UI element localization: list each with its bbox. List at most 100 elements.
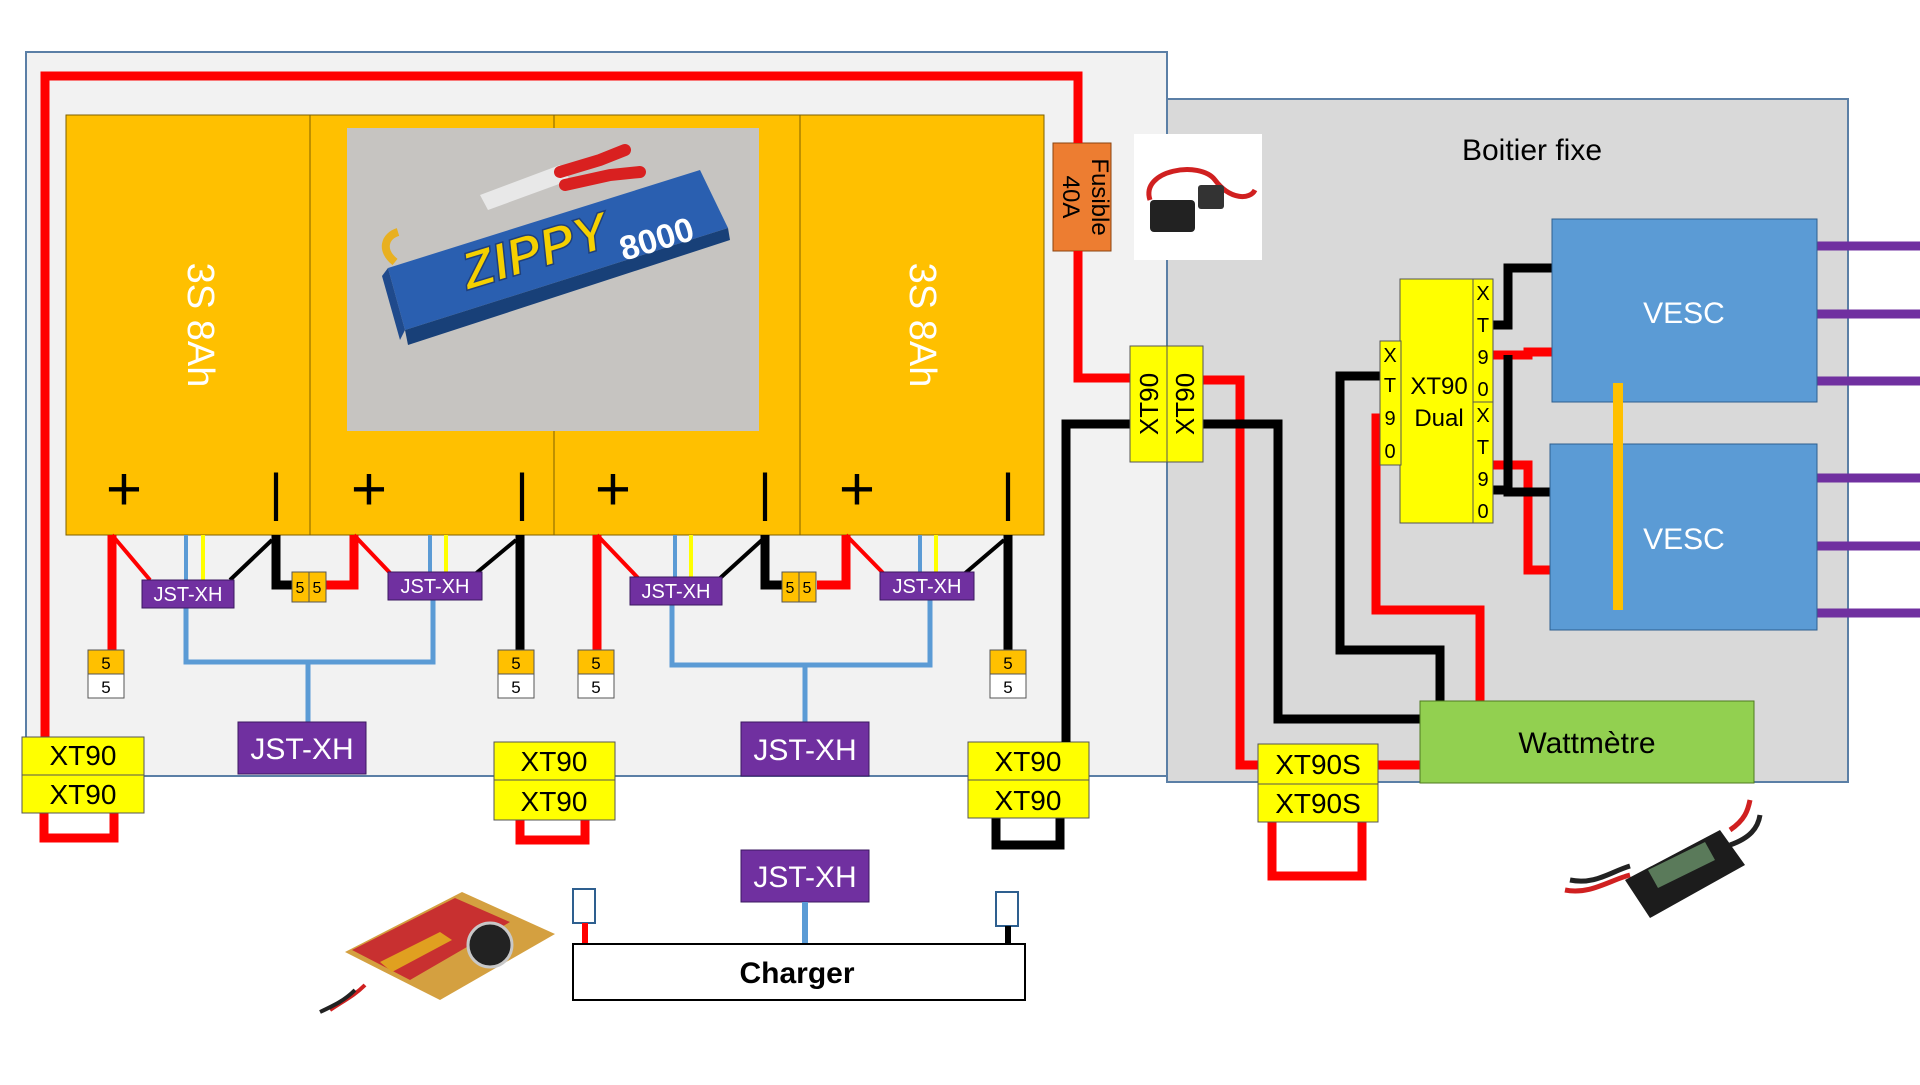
xt90-right-narrow-top: X T 9 0 xyxy=(1472,278,1494,403)
jst-big-1: JST-XH xyxy=(237,721,367,775)
xt90-side-pair: XT90 XT90 xyxy=(1129,345,1204,463)
balance-merge-left xyxy=(183,600,436,722)
battery-photo: ZIPPY 8000 xyxy=(347,128,759,431)
five-pair-h2: 5 5 xyxy=(781,571,817,603)
five-pair-v1: 5 5 xyxy=(87,649,125,699)
fuse-to-xt90-wire xyxy=(1073,251,1134,383)
xt90-pair-left: XT90 XT90 xyxy=(21,736,145,814)
five-pair-v1-bottom: 5 xyxy=(101,678,110,697)
xt90-left-bottom: XT90 xyxy=(50,779,117,810)
five-pair-v1-top: 5 xyxy=(101,654,110,673)
jst-small-4-label: JST-XH xyxy=(893,576,962,598)
wattmeter-black-out xyxy=(1335,371,1445,701)
main-negative-wire xyxy=(1061,419,1134,742)
xt90-left-top: XT90 xyxy=(50,740,117,771)
xt90-left-narrow-9: 9 xyxy=(1384,408,1395,430)
vesc-1-label: VESC xyxy=(1643,297,1725,330)
balance-leads xyxy=(110,533,1006,582)
battery-1-minus: | xyxy=(269,464,283,522)
xt90s-bottom: XT90S xyxy=(1275,788,1361,819)
xt90-right-bottom: XT90 xyxy=(995,785,1062,816)
jst-small-4: JST-XH xyxy=(879,571,975,601)
xt90-dual-line1: XT90 xyxy=(1410,373,1467,400)
xt90-rb-x: X xyxy=(1476,405,1489,427)
battery-4-plus: + xyxy=(839,455,875,524)
battery-3-plus: + xyxy=(595,455,631,524)
five-pair-h1-left: 5 xyxy=(296,580,305,597)
fuse-label-line1: Fusible xyxy=(1086,158,1113,235)
jst-big-1-label: JST-XH xyxy=(250,733,353,766)
xt90-left-narrow-t: T xyxy=(1384,375,1396,397)
five-pair-v3-bottom: 5 xyxy=(591,678,600,697)
main-positive-wire xyxy=(40,71,1083,740)
five-pair-v2-top: 5 xyxy=(511,654,520,673)
fuse: Fusible 40A xyxy=(1052,142,1113,252)
xt90-rt-t: T xyxy=(1477,315,1489,337)
jst-small-2: JST-XH xyxy=(387,571,483,601)
charger-label: Charger xyxy=(739,957,854,990)
jst-small-1: JST-XH xyxy=(141,579,235,609)
black-to-wattmeter xyxy=(1203,419,1420,724)
jst-small-3: JST-XH xyxy=(629,576,723,606)
xt90-side-left-label: XT90 xyxy=(1134,373,1164,435)
xt90-middle-top: XT90 xyxy=(521,746,588,777)
battery-3-minus: | xyxy=(758,464,772,522)
five-pair-v4: 5 5 xyxy=(989,649,1027,699)
xt90-rt-9: 9 xyxy=(1477,347,1488,369)
xt90s-loop xyxy=(1267,820,1367,881)
five-pair-v4-top: 5 xyxy=(1003,654,1012,673)
five-pair-v3-top: 5 xyxy=(591,654,600,673)
battery-4: 3S 8Ah + | xyxy=(799,114,1045,536)
dual-to-vesc2-red xyxy=(1478,460,1552,575)
xt90-right-top: XT90 xyxy=(995,746,1062,777)
red-to-xt90s xyxy=(1203,375,1258,770)
motor-phase-wires xyxy=(1817,241,1920,618)
five-pair-v4-bottom: 5 xyxy=(1003,678,1012,697)
charger: Charger xyxy=(572,943,1026,1001)
jst-small-2-label: JST-XH xyxy=(401,576,470,598)
xt90-dual: XT90 Dual xyxy=(1399,278,1479,524)
xt90-pair-middle: XT90 XT90 xyxy=(493,741,616,821)
balance-merge-right xyxy=(669,600,933,722)
xt90-rb-9: 9 xyxy=(1477,469,1488,491)
battery-1: 3S 8Ah + | xyxy=(65,114,311,536)
xt90s-pair: XT90S XT90S xyxy=(1257,743,1379,823)
charger-photo xyxy=(319,888,560,1014)
jst-small-3-label: JST-XH xyxy=(642,581,711,603)
series-link-1 xyxy=(271,535,359,590)
wattmeter: Wattmètre xyxy=(1419,700,1755,784)
battery-4-minus: | xyxy=(1001,464,1015,522)
battery-1-plus: + xyxy=(106,455,142,524)
five-pair-v3: 5 5 xyxy=(577,649,615,699)
fixed-box-title: Boitier fixe xyxy=(1462,134,1602,167)
xt90-left-narrow-x: X xyxy=(1383,345,1396,367)
xt90s-top: XT90S xyxy=(1275,749,1361,780)
xt90-left-narrow: X T 9 0 xyxy=(1379,340,1402,466)
xt90-rt-0: 0 xyxy=(1477,379,1488,401)
five-pair-h2-right: 5 xyxy=(803,580,812,597)
five-pair-h1-right: 5 xyxy=(313,580,322,597)
wattmeter-photo xyxy=(1564,799,1763,918)
xt90-left-narrow-0: 0 xyxy=(1384,441,1395,463)
xt90-right-narrow-bottom: X T 9 0 xyxy=(1472,401,1494,524)
battery-2-minus: | xyxy=(515,464,529,522)
vesc-2: VESC xyxy=(1549,443,1818,631)
battery-4-label: 3S 8Ah xyxy=(901,263,943,388)
xt90-middle-bottom: XT90 xyxy=(521,786,588,817)
loop-right xyxy=(991,818,1065,850)
fuse-label-line2: 40A xyxy=(1057,176,1084,219)
xt90-rt-x: X xyxy=(1476,283,1489,305)
battery-1-label: 3S 8Ah xyxy=(179,263,221,388)
vesc-1: VESC xyxy=(1551,218,1818,403)
xt90-side-right-label: XT90 xyxy=(1170,373,1200,435)
jst-big-2-label: JST-XH xyxy=(753,734,856,767)
dual-to-vesc1-red xyxy=(1478,347,1552,360)
xt90-rb-t: T xyxy=(1477,437,1489,459)
series-link-2 xyxy=(760,535,851,590)
five-pair-h2-left: 5 xyxy=(786,580,795,597)
vesc-2-label: VESC xyxy=(1643,523,1725,556)
jst-big-3-label: JST-XH xyxy=(753,861,856,894)
jst-big-3: JST-XH xyxy=(740,849,870,903)
five-pair-h1: 5 5 xyxy=(291,571,327,603)
